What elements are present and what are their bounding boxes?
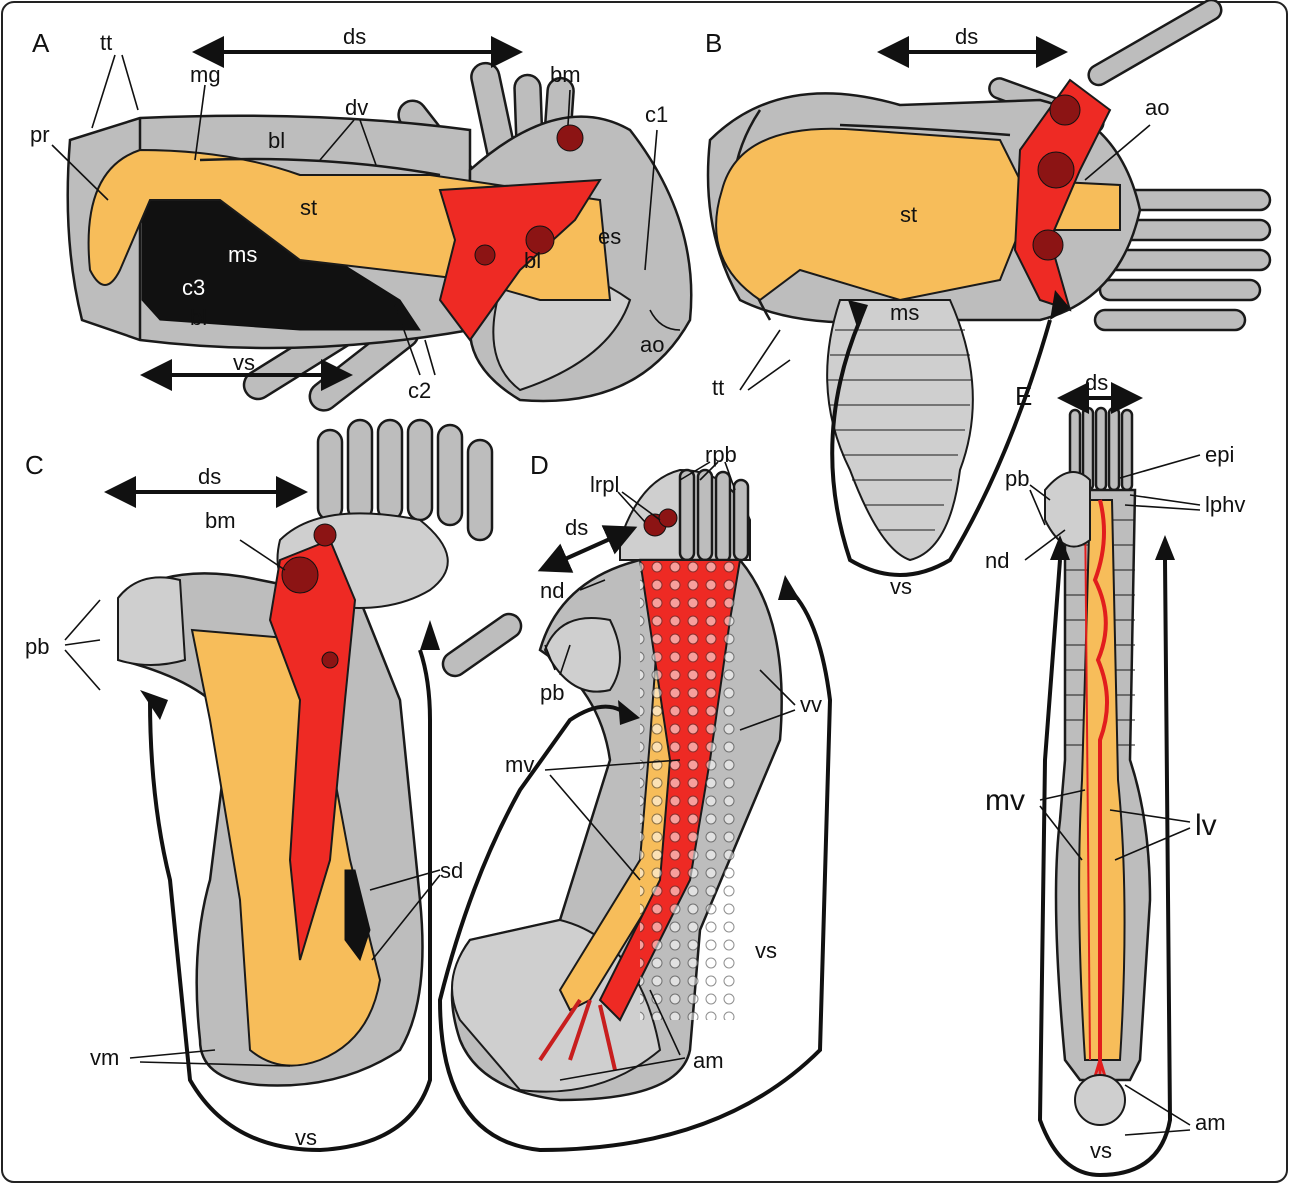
panel-e-label-epi: epi (1205, 442, 1234, 467)
panel-a-label-c2: c2 (408, 378, 431, 403)
panel-c-label-pb: pb (25, 634, 49, 659)
panel-a-label-pr: pr (30, 122, 50, 147)
panel-a-label-ms: ms (228, 242, 257, 267)
panel-d-letter: D (530, 450, 549, 480)
panel-c-label-ds: ds (198, 464, 221, 489)
panel-b-label-ms: ms (890, 300, 919, 325)
panel-d-label-rpb: rpb (705, 442, 737, 467)
panel-e: E ds epi pb lphv nd mv lv am vs (985, 370, 1245, 1175)
panel-a-label-ds: ds (343, 24, 366, 49)
panel-d-label-mv: mv (505, 752, 534, 777)
panel-e-letter: E (1015, 381, 1032, 411)
panel-e-label-mv: mv (985, 784, 1025, 817)
panel-a-label-es: es (598, 224, 621, 249)
panel-d-label-nd: nd (540, 578, 564, 603)
panel-b-label-ao: ao (1145, 95, 1169, 120)
panel-a-label-bm: bm (550, 62, 581, 87)
panel-b-label-tt: tt (712, 375, 724, 400)
panel-d-label-vv: vv (800, 692, 822, 717)
panel-d: D rpb lrpl ds nd pb vv mv vs am (440, 442, 830, 1150)
panel-b-label-st: st (900, 202, 917, 227)
panel-d-label-am: am (693, 1048, 724, 1073)
panel-a-label-tt: tt (100, 30, 112, 55)
panel-a: A tt ds bm dv mg pr c1 bl st ms c3 bl bl… (30, 24, 691, 416)
panel-c-letter: C (25, 450, 44, 480)
panel-e-label-vs: vs (1090, 1138, 1112, 1163)
panel-e-label-lphv: lphv (1205, 492, 1245, 517)
panel-b-letter: B (705, 28, 722, 58)
panel-a-letter: A (32, 28, 50, 58)
panel-a-label-dv: dv (345, 95, 368, 120)
panel-a-label-bl-3: bl (524, 248, 541, 273)
panel-a-label-st: st (300, 195, 317, 220)
panel-a-label-ao: ao (640, 332, 664, 357)
panel-d-label-vs: vs (755, 938, 777, 963)
panel-c-label-bm: bm (205, 508, 236, 533)
panel-e-label-ds: ds (1085, 370, 1108, 395)
panel-c-label-sd: sd (440, 858, 463, 883)
panel-a-label-bl-1: bl (268, 128, 285, 153)
panel-a-label-mg: mg (190, 62, 221, 87)
panel-c-label-vm: vm (90, 1045, 119, 1070)
panel-d-label-pb: pb (540, 680, 564, 705)
panel-b-label-ds: ds (955, 24, 978, 49)
panel-e-label-lv: lv (1195, 809, 1217, 842)
panel-e-label-nd: nd (985, 548, 1009, 573)
panel-b-label-vs: vs (890, 574, 912, 599)
panel-a-label-vs: vs (233, 350, 255, 375)
panel-e-ampulla (1075, 1075, 1125, 1125)
panel-e-label-pb: pb (1005, 466, 1029, 491)
panel-e-label-am: am (1195, 1110, 1226, 1135)
panel-d-label-lrpl: lrpl (590, 472, 619, 497)
panel-a-bm-dot (557, 125, 583, 151)
panel-d-label-ds: ds (565, 515, 588, 540)
panel-c-label-vs: vs (295, 1125, 317, 1150)
panel-a-label-bl-2: bl (190, 305, 207, 330)
panel-a-label-c1: c1 (645, 102, 668, 127)
panel-a-label-c3: c3 (182, 275, 205, 300)
panel-c: C ds bm pb sd vm vs (25, 420, 526, 1150)
